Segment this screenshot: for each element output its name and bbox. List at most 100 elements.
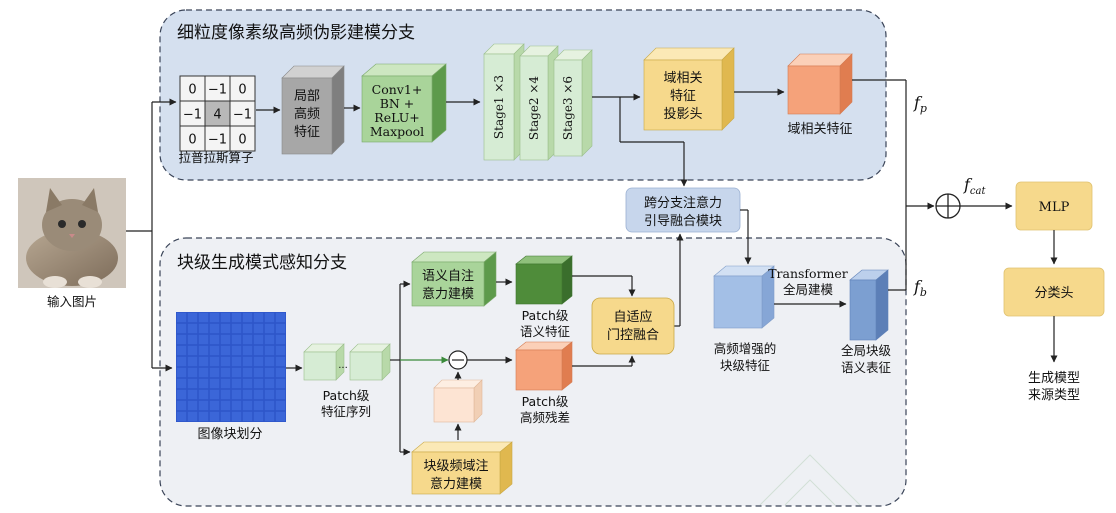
patch-cell: [220, 323, 231, 334]
patch-sem-line2: 语义特征: [520, 324, 571, 339]
patch-cell: [198, 356, 209, 367]
patch-cell: [242, 323, 253, 334]
patch-cell: [176, 323, 187, 334]
input-image-label: 输入图片: [47, 294, 97, 309]
laplacian-label: 拉普拉斯算子: [178, 150, 253, 165]
patch-cell: [242, 345, 253, 356]
kernel-value: 0: [188, 83, 196, 98]
domain-head-line3: 投影头: [663, 106, 702, 122]
stage3-label: Stage3 ×6: [561, 76, 575, 140]
patch-cell: [209, 334, 220, 345]
patch-cell: [264, 411, 275, 422]
patch-cell: [187, 356, 198, 367]
patch-cell: [198, 400, 209, 411]
patch-cell: [264, 378, 275, 389]
patch-cell: [242, 334, 253, 345]
patch-cell: [264, 356, 275, 367]
transformer-line2: 全局建模: [783, 282, 834, 297]
patch-cell: [264, 334, 275, 345]
subtract-operator: [448, 350, 468, 370]
patch-cell: [275, 323, 286, 334]
kernel-value: −1: [208, 133, 227, 148]
patch-cell: [176, 334, 187, 345]
local-hf-line3: 特征: [294, 125, 320, 140]
bottom-branch-title: 块级生成模式感知分支: [177, 253, 347, 273]
patch-cell: [187, 400, 198, 411]
local-hf-line1: 局部: [294, 89, 320, 104]
patch-cell: [187, 312, 198, 323]
patch-cell: [220, 356, 231, 367]
patch-hf-residual-block: [515, 341, 573, 391]
patch-cell: [220, 345, 231, 356]
freq-attn-line1: 块级频域注: [423, 459, 488, 474]
patch-cell: [209, 400, 220, 411]
stage2-label: Stage2 ×4: [527, 76, 541, 140]
patch-cell: [253, 400, 264, 411]
global-sem-line2: 语义表征: [841, 360, 892, 375]
input-image: [18, 178, 126, 288]
patch-cell: [275, 367, 286, 378]
patch-cell: [220, 367, 231, 378]
patch-seq-connectors: [390, 280, 411, 456]
patch-cell: [242, 356, 253, 367]
patch-cell: [220, 334, 231, 345]
kernel-cell: [229, 75, 256, 102]
patch-cell: [198, 312, 209, 323]
patch-cell: [209, 345, 220, 356]
patch-cell: [209, 323, 220, 334]
patch-cell: [187, 378, 198, 389]
adaptive-gate-fusion-module: 自适应 门控融合: [591, 297, 675, 355]
patch-cell: [275, 378, 286, 389]
gate-input-connectors: [572, 275, 680, 367]
fp-connector: [852, 79, 935, 210]
patch-cell: [176, 411, 187, 422]
patch-cell: [176, 367, 187, 378]
cross-attn-line1: 跨分支注意力: [644, 195, 722, 211]
patch-cell: [209, 411, 220, 422]
patch-cell: [264, 389, 275, 400]
patch-cell: [176, 378, 187, 389]
fp-symbol: fp: [913, 93, 927, 115]
patch-cell: [176, 389, 187, 400]
stage2-block: Stage2 ×4: [519, 45, 559, 161]
patch-cell: [275, 389, 286, 400]
domain-projection-head: 域相关 特征 投影头: [643, 47, 735, 131]
patch-cell: [209, 312, 220, 323]
conv-line1: Conv1+: [372, 82, 423, 97]
cross-attn-line2: 引导融合模块: [644, 214, 722, 229]
output-line2: 来源类型: [1028, 388, 1080, 403]
patch-sem-line1: Patch级: [522, 308, 569, 323]
patch-cell: [176, 345, 187, 356]
patch-cell: [253, 312, 264, 323]
patch-cell: [275, 356, 286, 367]
local-hf-feature-block: 局部 高频 特征: [281, 65, 345, 155]
gate-line1: 自适应: [613, 309, 652, 325]
patch-seq-line1: Patch级: [323, 388, 370, 403]
patch-cell: [187, 323, 198, 334]
patch-cell: [231, 367, 242, 378]
kernel-cell: [204, 100, 231, 127]
hf-enhanced-line1: 高频增强的: [714, 341, 777, 356]
kernel-value: 4: [213, 108, 221, 123]
semantic-attn-line1: 语义自注: [422, 269, 474, 284]
patch-cell: [176, 400, 187, 411]
patch-cell: [209, 389, 220, 400]
patch-cell: [231, 389, 242, 400]
semantic-self-attention-block: 语义自注 意力建模: [411, 251, 497, 307]
classification-head-block: 分类头: [1003, 267, 1105, 317]
cross-attn-connectors: [676, 209, 752, 326]
patch-cell: [187, 367, 198, 378]
kernel-cell: [229, 125, 256, 152]
patch-grid: [176, 312, 286, 422]
stage-output-connectors: [592, 93, 688, 187]
patch-cell: [264, 345, 275, 356]
conv-line4: Maxpool: [370, 124, 424, 139]
patch-sequence: ···: [303, 343, 391, 381]
kernel-value: 0: [238, 133, 246, 148]
patch-cell: [187, 334, 198, 345]
fcat-symbol: fcat: [963, 175, 986, 197]
patch-cell: [198, 345, 209, 356]
patch-cell: [253, 323, 264, 334]
patch-cell: [242, 411, 253, 422]
patch-cell: [231, 323, 242, 334]
